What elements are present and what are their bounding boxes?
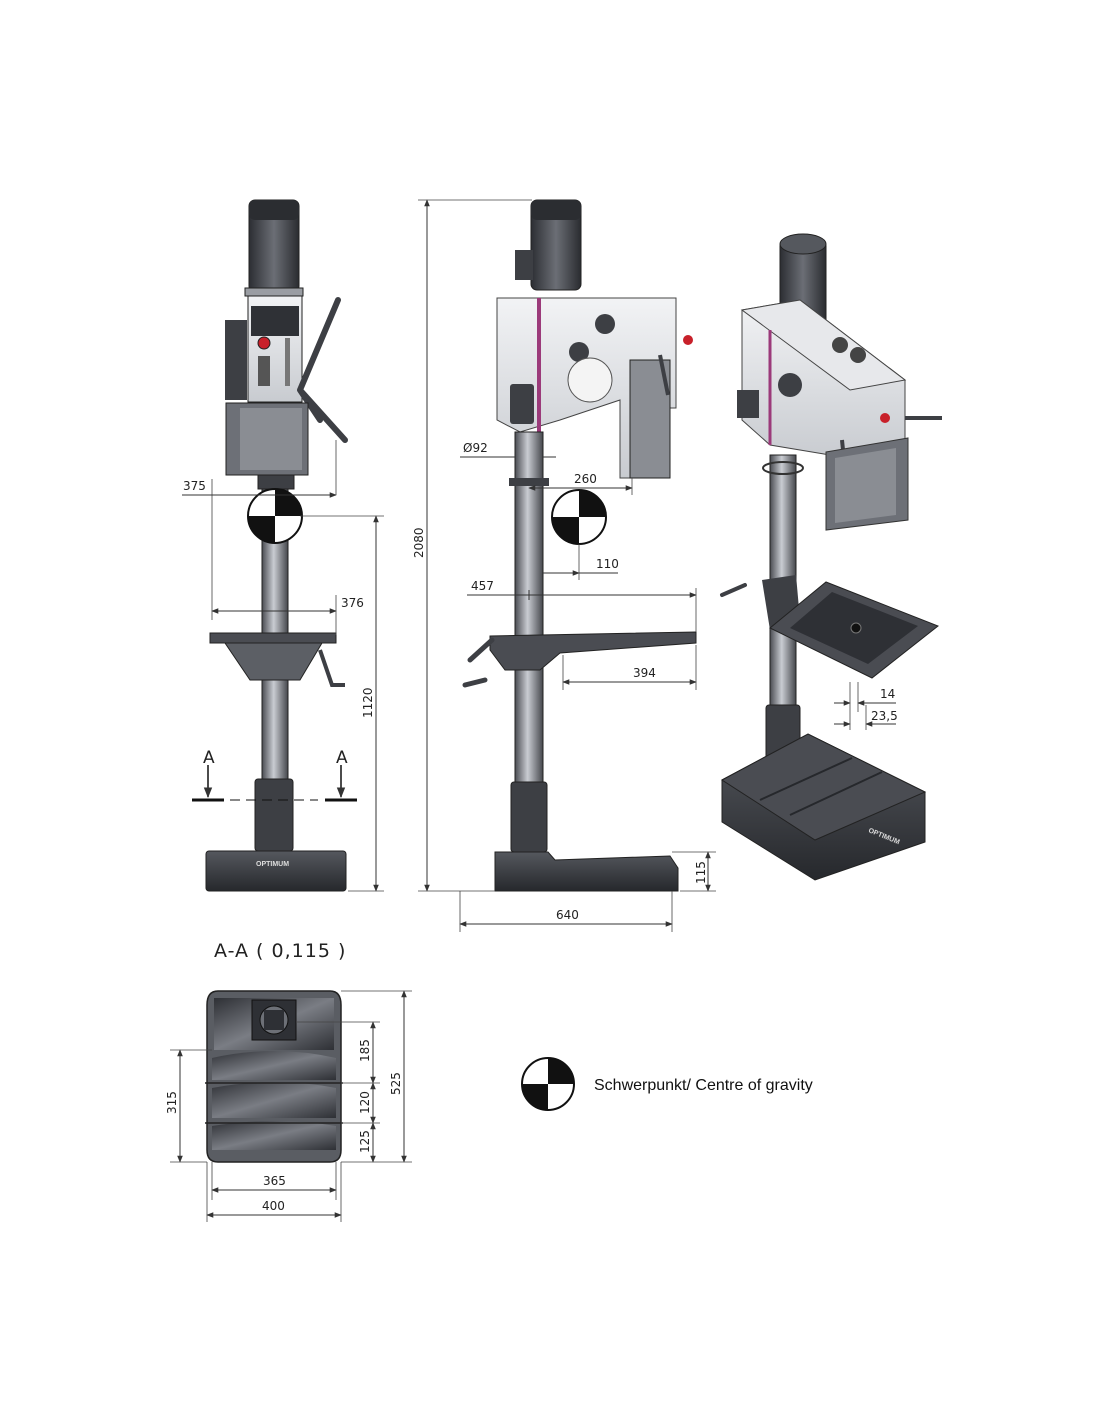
side-view: 2080 Ø92 260 110 457 394 115 640 (412, 199, 716, 932)
side-base (494, 851, 679, 892)
dim-120: 120 (358, 1091, 372, 1114)
dim-110: 110 (596, 557, 619, 571)
dim-400: 400 (262, 1199, 285, 1213)
iso-emergency-stop-icon (880, 413, 890, 423)
front-emergency-stop-icon (257, 336, 271, 350)
front-feed-handle (297, 297, 348, 443)
front-table (209, 632, 337, 644)
side-cog-icon (551, 489, 607, 545)
side-table-arm (489, 631, 697, 671)
dim-376: 376 (341, 596, 364, 610)
dim-457: 457 (471, 579, 494, 593)
section-mark-left: A (192, 748, 224, 802)
side-emergency-stop-icon (683, 335, 693, 345)
centre-of-gravity-icon (521, 1057, 575, 1111)
section-view: A-A ( 0,115 ) 185 120 125 525 315 (165, 940, 412, 1222)
dim-14: 14 (880, 687, 895, 701)
dim-375: 375 (183, 479, 206, 493)
section-mark-right: A (325, 748, 357, 802)
iso-view: OPTIMUM 14 23,5 (720, 233, 942, 881)
dim-125: 125 (358, 1130, 372, 1153)
dim-2080: 2080 (412, 527, 426, 558)
front-view: OPTIMUM 375 376 1120 A A (182, 199, 384, 892)
svg-text:A: A (203, 748, 215, 768)
front-cog-icon (247, 488, 303, 544)
dim-23-5: 23,5 (871, 709, 898, 723)
dim-1120: 1120 (361, 687, 375, 718)
front-base (205, 850, 347, 892)
dim-92: Ø92 (463, 441, 488, 455)
legend-label: Schwerpunkt/ Centre of gravity (594, 1077, 813, 1094)
dim-260: 260 (574, 472, 597, 486)
dim-394: 394 (633, 666, 656, 680)
svg-text:A: A (336, 748, 348, 768)
dim-525: 525 (389, 1072, 403, 1095)
legend: Schwerpunkt/ Centre of gravity (521, 1057, 813, 1111)
section-title: A-A ( 0,115 ) (214, 940, 346, 962)
dim-640: 640 (556, 908, 579, 922)
dim-315: 315 (165, 1091, 179, 1114)
dim-365: 365 (263, 1174, 286, 1188)
dim-185: 185 (358, 1039, 372, 1062)
dim-115: 115 (694, 861, 708, 884)
front-base-logo: OPTIMUM (256, 861, 289, 868)
